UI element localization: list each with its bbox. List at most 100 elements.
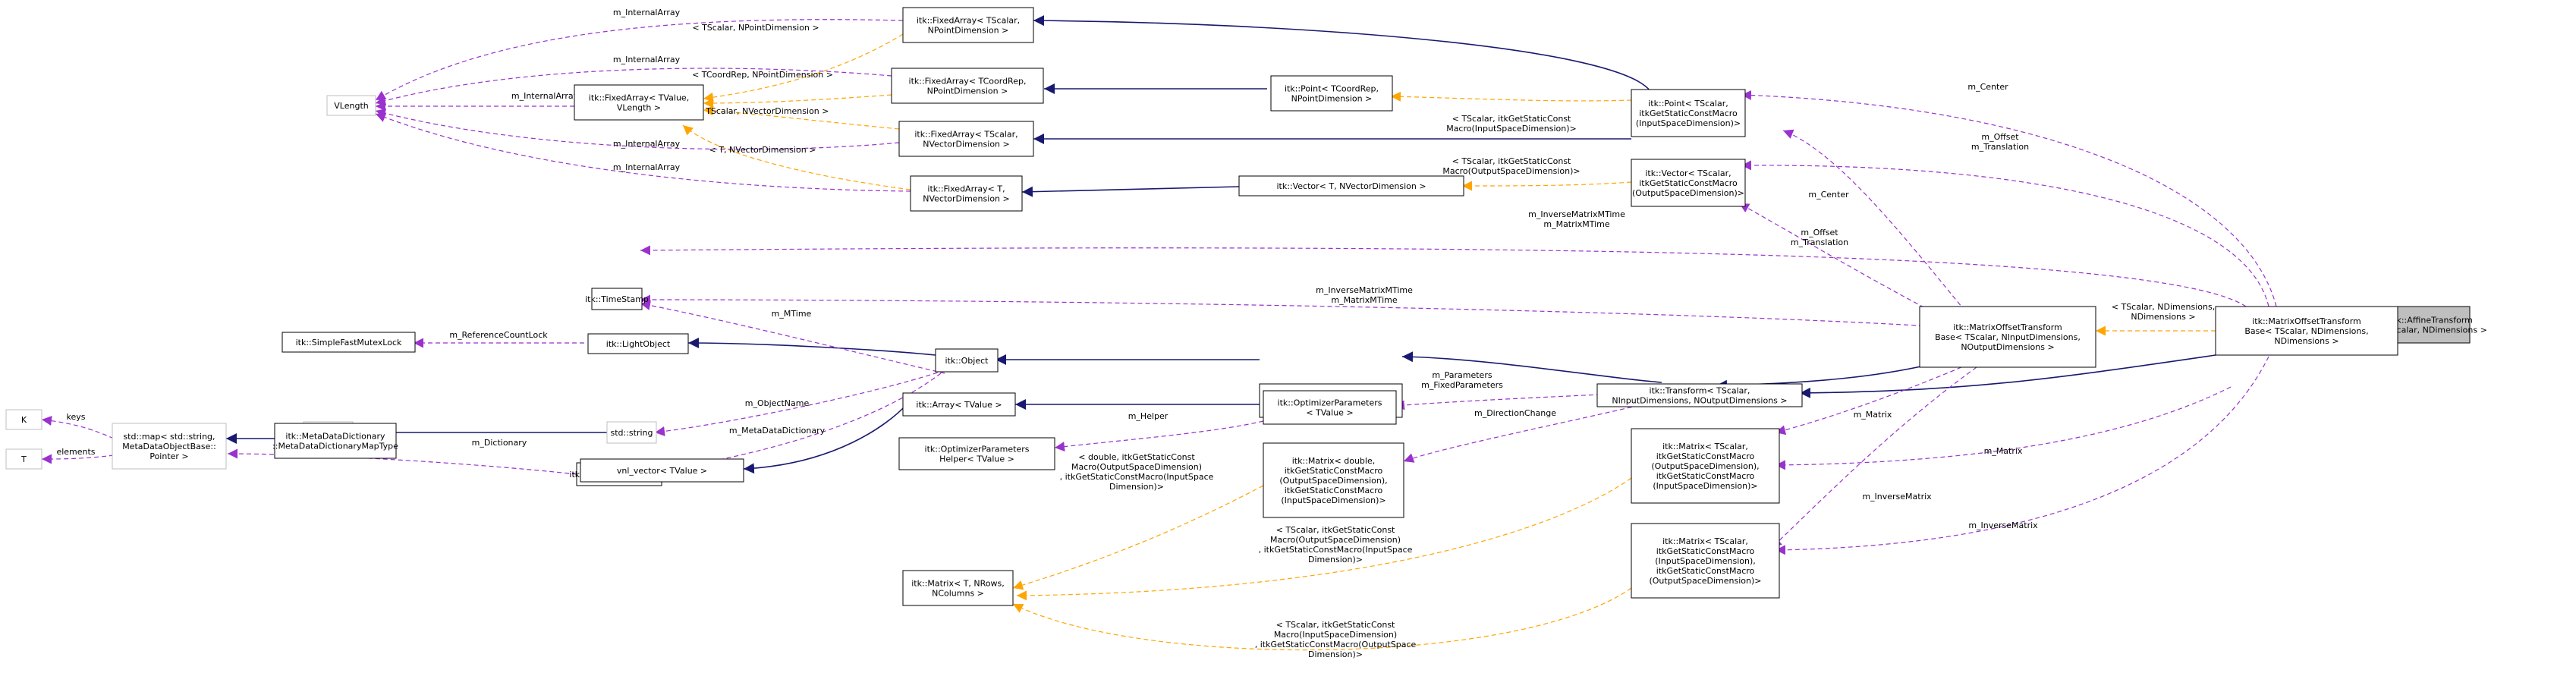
node-label: std::string — [610, 428, 653, 438]
node-box — [902, 7, 1034, 43]
edge-label-text: m_InternalArray — [511, 91, 579, 101]
edge-usage-internal5 — [375, 112, 911, 192]
node-label: itk::MetaDataDictionary — [285, 432, 385, 442]
node-label: VLength — [334, 101, 368, 111]
node-vector-ts[interactable]: itk::Vector< TScalar,itkGetStaticConstMa… — [1631, 159, 1746, 207]
node-stdstring[interactable]: std::string — [606, 421, 657, 444]
edges-layer — [41, 15, 2394, 651]
node-vlength[interactable]: VLength — [326, 95, 376, 116]
edge-label-text: m_MTime — [772, 309, 812, 319]
node-box — [891, 68, 1044, 104]
edge-label-text: m_Center — [1967, 82, 2008, 92]
edge-usage-objname — [654, 370, 945, 436]
node-box — [587, 333, 689, 354]
node-matrix-io[interactable]: itk::Matrix< TScalar,itkGetStaticConstMa… — [1631, 523, 1780, 599]
node-label: itk::OptimizerParameters — [925, 445, 1030, 454]
node-box — [1631, 428, 1780, 504]
edge-label-matrix-mid: m_Matrix — [1854, 410, 1892, 420]
edge-usage-params — [1394, 394, 1602, 410]
node-transform[interactable]: itk::Transform< TScalar,NInputDimensions… — [1596, 383, 1803, 407]
node-box — [274, 423, 397, 459]
node-sfml[interactable]: itk::SimpleFastMutexLock — [282, 332, 416, 353]
edge-usage-keys — [41, 416, 115, 439]
node-label: < TValue > — [1306, 408, 1353, 418]
node-label: itk::FixedArray< TCoordRep, — [909, 77, 1027, 86]
node-label: itkGetStaticConstMacro — [1639, 178, 1738, 188]
node-label: Pointer > — [149, 451, 188, 461]
edge-label-text: m_InternalArray — [613, 55, 681, 64]
node-mddmap[interactable]: itk::MetaDataDictionary::MetaDataDiction… — [272, 423, 398, 459]
node-label: itkGetStaticConstMacro — [1656, 566, 1755, 576]
nodes-layer: itk::AffineTransform< TScalar, NDimensio… — [5, 7, 2487, 606]
node-label: itk::Vector< TScalar, — [1645, 168, 1731, 178]
node-box — [898, 121, 1034, 157]
edge-label-text: m_InverseMatrixMTime — [1316, 285, 1413, 295]
edge-label-dbl-tmpl: < double, itkGetStaticConstMacro(OutputS… — [1060, 452, 1214, 492]
edge-label-text: < TScalar, itkGetStaticConst — [1452, 114, 1571, 124]
node-stdmap[interactable]: std::map< std::string,MetaDataObjectBase… — [112, 423, 227, 470]
edge-label-text: < TScalar, NVectorDimension > — [697, 106, 829, 116]
node-vnl[interactable]: vnl_vector< TValue > — [580, 458, 744, 483]
edge-label-internal2: m_InternalArray — [613, 55, 681, 64]
edge-usage-offset-mid — [1738, 203, 1932, 312]
node-label: T — [20, 454, 27, 464]
edge-usage-dictionary — [227, 448, 577, 475]
node-label: itkGetStaticConstMacro — [1656, 471, 1755, 481]
edge-tmpl-dbl — [1012, 485, 1264, 590]
node-fa-tv[interactable]: itk::FixedArray< TValue,VLength > — [574, 84, 704, 121]
node-lightobject[interactable]: itk::LightObject — [587, 333, 689, 354]
node-vector-t[interactable]: itk::Vector< T, NVectorDimension > — [1238, 175, 1464, 197]
node-label: itk::Transform< TScalar, — [1650, 386, 1750, 396]
node-fa-tcp[interactable]: itk::FixedArray< TCoordRep,NPointDimensi… — [891, 68, 1044, 104]
node-label: NColumns > — [932, 589, 984, 599]
node-object[interactable]: itk::Object — [935, 348, 999, 373]
node-array[interactable]: itk::Array< TValue > — [902, 392, 1016, 417]
edge-label-text: m_Dictionary — [472, 438, 527, 448]
edge-usage-matrix-mid — [1775, 366, 1962, 436]
node-label: (OutputSpaceDimension), — [1651, 461, 1759, 471]
node-label: Base< TScalar, NDimensions, — [2244, 326, 2368, 336]
node-fa-tsp[interactable]: itk::FixedArray< TScalar,NPointDimension… — [902, 7, 1034, 43]
node-fa-tnv[interactable]: itk::FixedArray< T,NVectorDimension > — [910, 175, 1023, 212]
node-fa-tsv[interactable]: itk::FixedArray< TScalar,NVectorDimensio… — [898, 121, 1034, 157]
node-box — [1263, 390, 1397, 425]
edge-label-text: m_InternalArray — [613, 8, 681, 17]
node-label: K — [21, 415, 27, 425]
node-label: itk::FixedArray< TScalar, — [917, 16, 1020, 26]
edge-label-invmatrix-mid: m_InverseMatrix — [1862, 492, 1932, 502]
node-affine: itk::AffineTransform< TScalar, NDimensio… — [2376, 306, 2487, 344]
node-matrix-oi[interactable]: itk::Matrix< TScalar,itkGetStaticConstMa… — [1631, 428, 1780, 504]
edge-usage-offset-top — [1741, 160, 2269, 307]
edge-label-text: elements — [56, 447, 95, 457]
node-timestamp[interactable]: itk::TimeStamp — [585, 288, 649, 310]
edge-usage-invmatrix-mid — [1771, 366, 1977, 549]
node-box — [1270, 75, 1393, 112]
edge-label-elements: elements — [56, 447, 95, 457]
node-label: itk::Object — [945, 356, 989, 366]
edge-usage-elements — [41, 454, 115, 464]
node-T[interactable]: T — [5, 448, 42, 470]
node-box — [606, 421, 657, 444]
edge-usage-internal4 — [375, 108, 900, 150]
node-point-tc[interactable]: itk::Point< TCoordRep,NPointDimension > — [1270, 75, 1393, 112]
edge-usage-helper — [1054, 420, 1264, 452]
edge-label-internal5: m_InternalArray — [613, 162, 681, 172]
edge-label-text: Dimension)> — [1308, 555, 1363, 565]
node-label: < TScalar, NDimensions > — [2376, 325, 2487, 335]
edge-tmpl-io — [1012, 587, 1632, 651]
node-optparams[interactable]: itk::OptimizerParameters< TValue > — [1263, 390, 1397, 425]
edge-label-internal3: m_InternalArray — [511, 91, 579, 101]
edge-inherit-object-lightobject — [687, 338, 936, 356]
node-matrix-t[interactable]: itk::Matrix< T, NRows,NColumns > — [902, 570, 1014, 606]
node-matrix-dbl[interactable]: itk::Matrix< double,itkGetStaticConstMac… — [1263, 442, 1404, 518]
node-label: itk::Matrix< T, NRows, — [911, 579, 1005, 589]
node-box — [112, 423, 227, 470]
node-point-ts[interactable]: itk::Point< TScalar,itkGetStaticConstMac… — [1631, 89, 1746, 137]
edge-label-io-tmpl: < TScalar, itkGetStaticConstMacro(InputS… — [1255, 620, 1417, 659]
edge-label-helper: m_Helper — [1128, 411, 1168, 421]
node-K[interactable]: K — [5, 409, 42, 430]
